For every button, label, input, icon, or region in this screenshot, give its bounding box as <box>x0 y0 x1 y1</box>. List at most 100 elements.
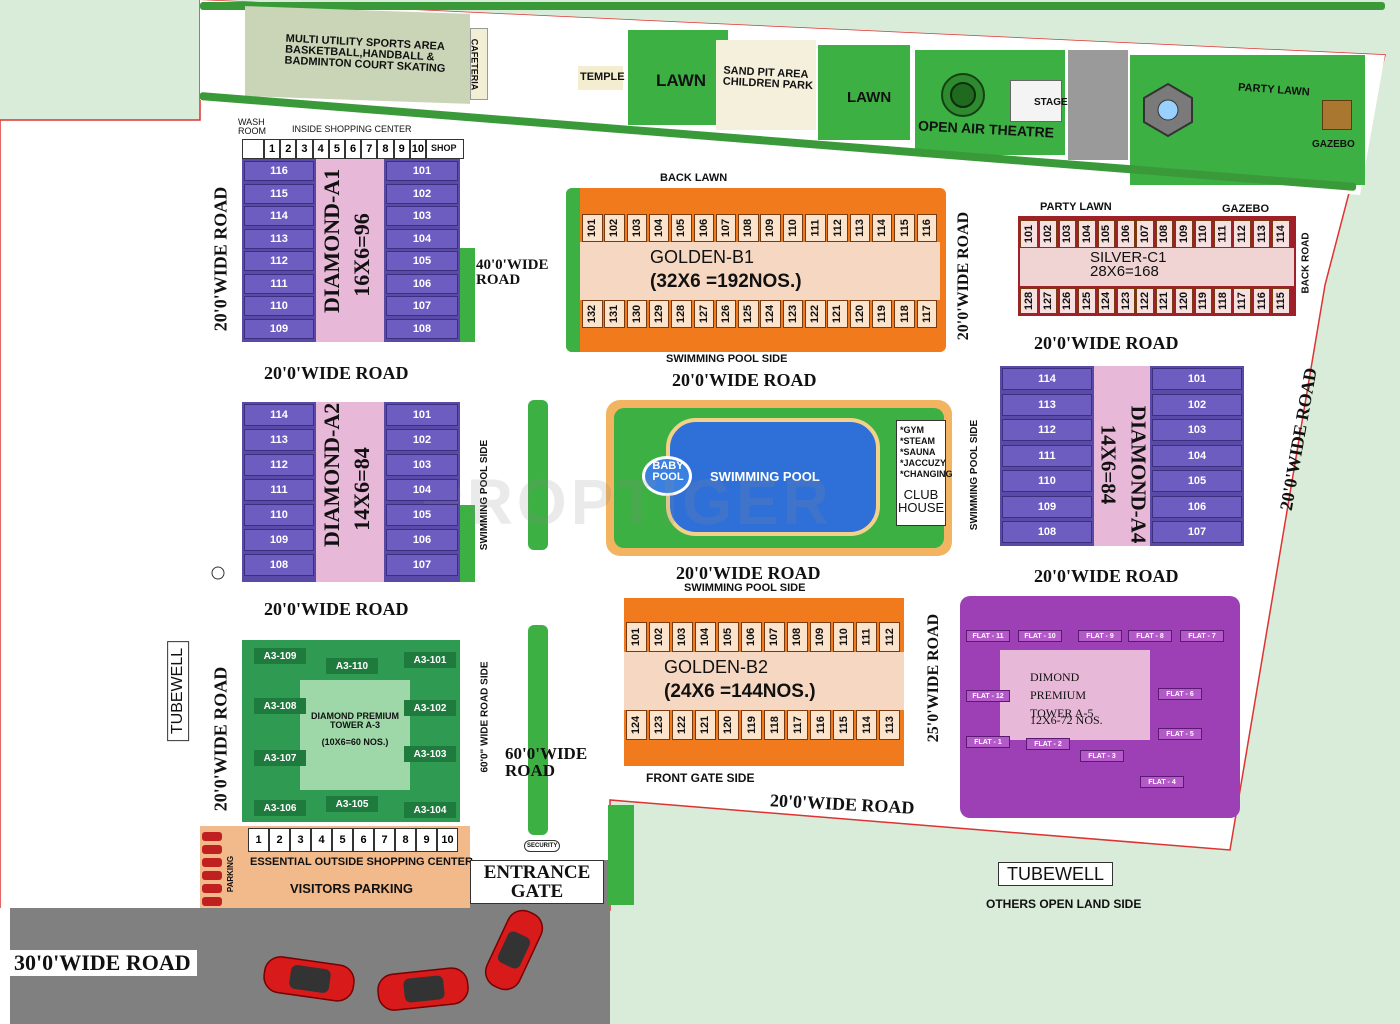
a1-lawn <box>460 248 475 342</box>
unit-cell: 121 <box>1155 288 1174 314</box>
unit-cell: 128 <box>1020 288 1038 314</box>
unit-cell-label: 122 <box>809 304 822 324</box>
shop-label: SHOP <box>431 143 457 153</box>
unit-cell: FLAT - 8 <box>1128 630 1172 642</box>
swimming-pool-label: SWIMMING POOL <box>710 469 820 484</box>
unit-cell-label: 110 <box>837 628 850 646</box>
unit-cell: 120 <box>718 710 739 740</box>
car-icon <box>484 909 544 991</box>
unit-cell: 108 <box>787 622 808 652</box>
unit-cell: 109 <box>760 214 781 242</box>
shop-cell: 3 <box>296 139 313 159</box>
parking-slot <box>202 858 222 867</box>
shop-cell: 1 <box>264 139 281 159</box>
unit-cell: 109 <box>244 529 314 551</box>
unit-cell: 103 <box>386 206 458 226</box>
unit-cell: 121 <box>695 710 716 740</box>
unit-cell: 102 <box>386 429 458 451</box>
road-20-b1: 20'0'WIDE ROAD <box>672 370 817 390</box>
unit-cell: 116 <box>916 214 937 242</box>
unit-cell: A3-105 <box>326 796 378 812</box>
unit-cell: 101 <box>386 161 458 181</box>
unit-cell: FLAT - 5 <box>1158 728 1202 740</box>
unit-cell-label: 114 <box>860 716 873 734</box>
unit-cell-label: 112 <box>1236 225 1249 243</box>
unit-cell-label: 106 <box>745 627 758 647</box>
shop-cell: 9 <box>416 828 437 852</box>
road-20-a1a2: 20'0'WIDE ROAD <box>264 363 409 383</box>
shop-cell: 8 <box>377 139 394 159</box>
unit-cell: 119 <box>741 710 762 740</box>
road-20-a2a3: 20'0'WIDE ROAD <box>264 599 409 619</box>
unit-cell: 120 <box>1175 288 1193 314</box>
shop-cell: 6 <box>353 828 374 852</box>
road-30: 30'0'WIDE ROAD <box>8 950 197 976</box>
unit-cell: 102 <box>649 622 670 652</box>
block-a2-core <box>316 402 384 582</box>
unit-cell-label: 120 <box>853 304 866 324</box>
unit-cell-label: 110 <box>786 219 799 237</box>
unit-cell: 110 <box>1002 470 1092 492</box>
car-icon <box>377 967 469 1011</box>
unit-cell: 108 <box>1002 521 1092 543</box>
unit-cell: 111 <box>1214 220 1232 248</box>
shop-cell: 6 <box>345 139 362 159</box>
unit-cell-label: 109 <box>814 627 827 647</box>
shop-cell: 3 <box>290 828 311 852</box>
shop-cell: 9 <box>393 139 410 159</box>
road-40: 40'0'WIDE ROAD <box>476 257 549 288</box>
unit-cell-label: 124 <box>1100 291 1113 311</box>
parking-slot <box>202 832 222 841</box>
unit-cell: FLAT - 10 <box>1018 630 1062 642</box>
unit-cell: 109 <box>244 318 314 339</box>
unit-cell-label: 124 <box>630 715 643 735</box>
unit-cell: 101 <box>386 404 458 426</box>
unit-cell: 111 <box>805 214 826 242</box>
road-20-c1: 20'0'WIDE ROAD <box>1034 333 1179 353</box>
unit-cell-label: 102 <box>1042 224 1055 244</box>
paving <box>1068 50 1128 160</box>
block-b1-core <box>580 242 940 300</box>
top-hedge <box>200 2 1385 10</box>
unit-cell: 114 <box>1272 220 1290 248</box>
unit-cell: 105 <box>671 214 692 242</box>
unit-cell: 112 <box>244 454 314 476</box>
unit-cell: FLAT - 2 <box>1026 738 1070 750</box>
unit-cell: 104 <box>648 214 670 242</box>
unit-cell-label: 108 <box>1158 224 1171 244</box>
unit-cell-label: 121 <box>1158 291 1171 311</box>
unit-cell-label: 107 <box>720 218 733 238</box>
unit-cell: A3-108 <box>254 698 306 714</box>
shop-cell: 2 <box>280 139 297 159</box>
unit-cell-label: 115 <box>1274 292 1287 310</box>
unit-cell: A3-104 <box>404 802 456 818</box>
unit-cell-label: 106 <box>697 218 710 238</box>
unit-cell: 103 <box>672 622 693 652</box>
stage <box>1010 80 1062 122</box>
unit-cell-label: 128 <box>675 304 688 324</box>
block-b2-count: (24X6 =144NOS.) <box>664 681 816 702</box>
unit-cell-label: 131 <box>608 304 621 324</box>
unit-cell: 114 <box>244 404 314 426</box>
temple-label: TEMPLE <box>580 71 625 83</box>
unit-cell: 119 <box>871 300 893 328</box>
unit-cell-label: 113 <box>883 716 896 734</box>
unit-cell-label: 116 <box>1255 292 1268 310</box>
unit-cell: 114 <box>244 206 314 226</box>
shop-cell: 5 <box>332 828 353 852</box>
unit-cell-label: 116 <box>920 219 933 237</box>
unit-cell: 124 <box>760 300 781 328</box>
unit-cell: 114 <box>871 214 893 242</box>
unit-cell: 104 <box>386 228 458 249</box>
unit-cell-label: 102 <box>608 218 621 238</box>
unit-cell: FLAT - 7 <box>1180 630 1224 642</box>
block-a4-name: DIAMOND-A4 <box>1126 405 1151 544</box>
unit-cell: 112 <box>1233 220 1251 248</box>
unit-cell-label: 113 <box>853 219 866 237</box>
unit-cell: 118 <box>894 300 915 328</box>
tubewell-right: TUBEWELL <box>998 862 1114 886</box>
back-lawn-label: BACK LAWN <box>660 172 728 184</box>
unit-cell: 116 <box>1252 288 1271 314</box>
